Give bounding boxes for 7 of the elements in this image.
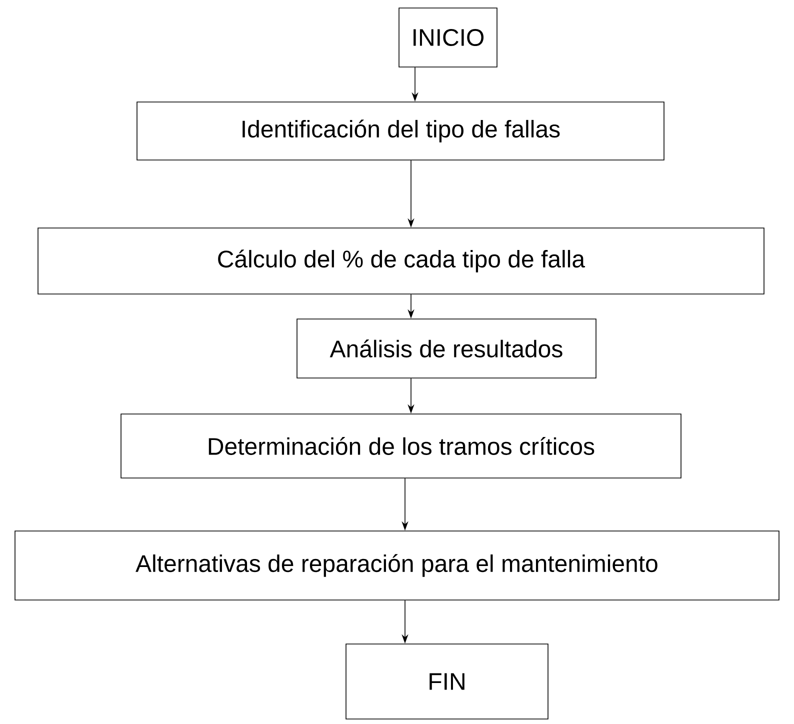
process-box: Alternativas de reparación para el mantenimiento bbox=[14, 530, 780, 600]
process-box: FIN bbox=[346, 644, 548, 720]
process-box: Cálculo del % de cada tipo de falla bbox=[38, 228, 764, 294]
process-box: Identificación del tipo de fallas bbox=[136, 102, 664, 160]
process-box: Análisis de resultados bbox=[296, 318, 596, 378]
process-box: Determinación de los tramos críticos bbox=[120, 414, 682, 478]
process-box: INICIO bbox=[398, 8, 498, 68]
